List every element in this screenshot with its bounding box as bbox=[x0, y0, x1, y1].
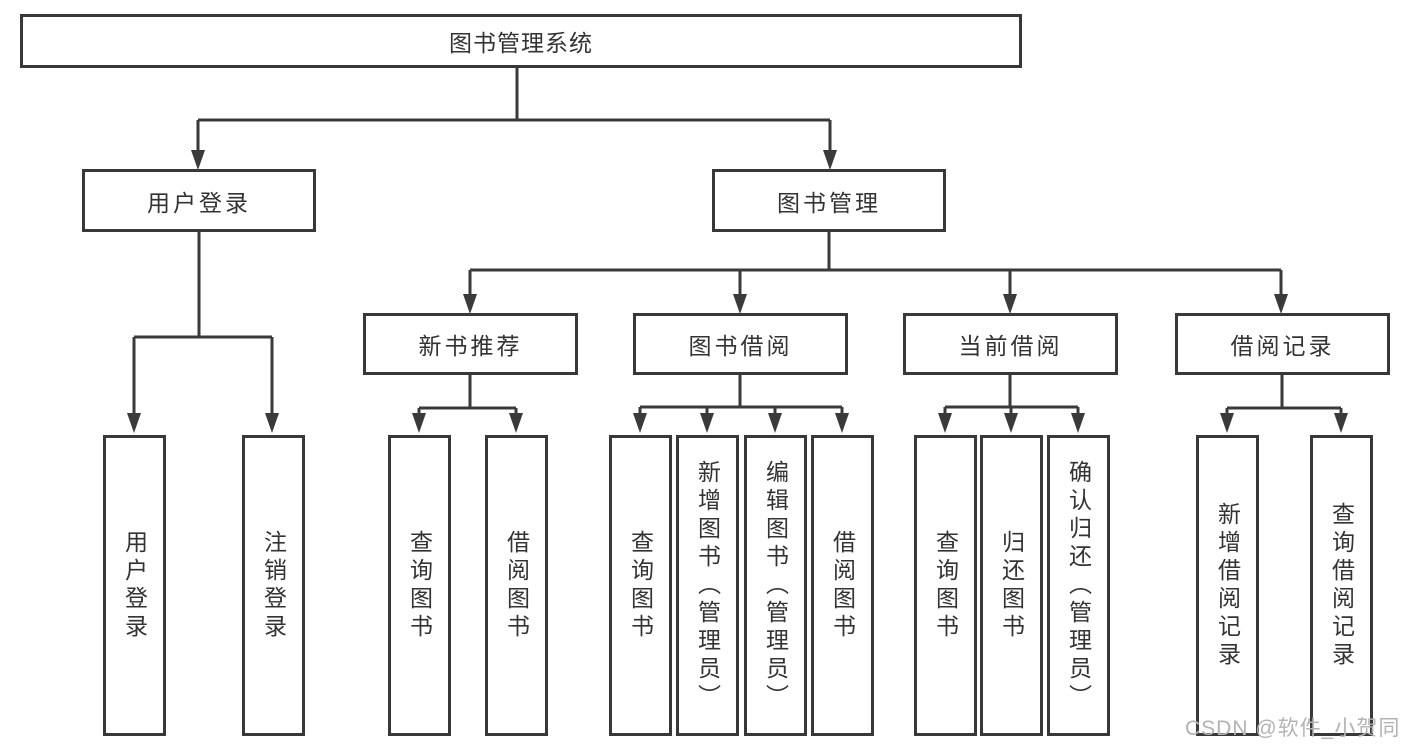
connector-user-login bbox=[127, 232, 279, 433]
arrowhead bbox=[1004, 413, 1018, 433]
arrowhead bbox=[733, 294, 747, 314]
arrowhead bbox=[1334, 413, 1348, 433]
arrowhead bbox=[412, 413, 426, 433]
node-current-borrow: 当前借阅 bbox=[903, 313, 1118, 375]
connector-borrow-records bbox=[1220, 374, 1348, 433]
leaf-records-query-borrow-record: 查询借阅记录 bbox=[1310, 435, 1373, 736]
arrowhead bbox=[265, 413, 279, 433]
node-book-borrow: 图书借阅 bbox=[633, 313, 848, 375]
arrowhead bbox=[835, 413, 849, 433]
arrowhead bbox=[463, 294, 477, 314]
arrowhead bbox=[700, 413, 714, 433]
arrowhead bbox=[1003, 294, 1017, 314]
leaf-current-query-books: 查询图书 bbox=[914, 435, 977, 736]
connector-book-borrow bbox=[633, 374, 849, 433]
connector-current-borrow bbox=[938, 374, 1085, 433]
connector-root bbox=[191, 67, 837, 170]
arrowhead bbox=[823, 150, 837, 170]
leaf-current-confirm-return-admin: 确认归还（管理员） bbox=[1047, 435, 1110, 736]
leaf-recommend-query-books: 查询图书 bbox=[388, 435, 451, 736]
arrowhead bbox=[1274, 294, 1288, 314]
node-root-library-system: 图书管理系统 bbox=[20, 14, 1022, 68]
connector-new-book-recommend bbox=[412, 374, 523, 433]
leaf-recommend-borrow-books: 借阅图书 bbox=[485, 435, 548, 736]
node-borrow-records: 借阅记录 bbox=[1175, 313, 1390, 375]
arrowhead bbox=[768, 413, 782, 433]
arrowhead bbox=[127, 413, 141, 433]
leaf-borrow-borrow-books: 借阅图书 bbox=[811, 435, 874, 736]
leaf-current-return-books: 归还图书 bbox=[980, 435, 1043, 736]
connector-book-management bbox=[463, 232, 1288, 314]
leaf-borrow-query-books: 查询图书 bbox=[609, 435, 672, 736]
csdn-watermark: CSDN @软件_小贺同学 bbox=[1185, 717, 1401, 740]
arrowhead bbox=[1071, 413, 1085, 433]
leaf-borrow-add-books-admin: 新增图书（管理员） bbox=[676, 435, 739, 736]
node-new-book-recommend: 新书推荐 bbox=[363, 313, 578, 375]
arrowhead bbox=[1220, 413, 1234, 433]
arrowhead bbox=[509, 413, 523, 433]
leaf-logout: 注销登录 bbox=[242, 435, 305, 736]
node-book-management: 图书管理 bbox=[712, 169, 946, 232]
arrowhead bbox=[938, 413, 952, 433]
node-user-login: 用户登录 bbox=[82, 169, 316, 232]
arrowhead bbox=[191, 150, 205, 170]
leaf-records-add-borrow-record: 新增借阅记录 bbox=[1196, 435, 1259, 736]
leaf-user-login: 用户登录 bbox=[103, 435, 166, 736]
arrowhead bbox=[633, 413, 647, 433]
leaf-borrow-edit-books-admin: 编辑图书（管理员） bbox=[744, 435, 807, 736]
